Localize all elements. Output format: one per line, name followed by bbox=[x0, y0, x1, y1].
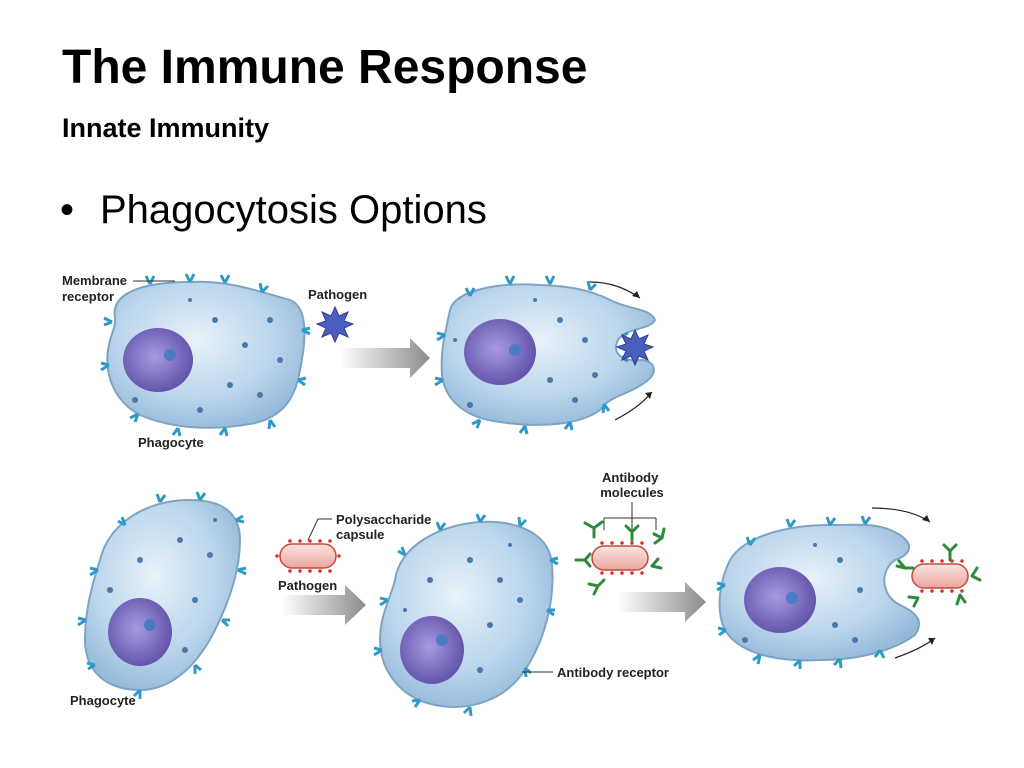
cell-granules bbox=[742, 543, 863, 643]
engulfed-pathogen bbox=[615, 328, 655, 367]
cell-granules bbox=[132, 298, 283, 413]
bullet-item: • Phagocytosis Options bbox=[60, 190, 487, 230]
engulfed-capsule-pathogen bbox=[911, 559, 969, 593]
membrane-receptors bbox=[77, 491, 247, 699]
process-arrow-bottom-2 bbox=[618, 582, 706, 622]
phagocyte-cell-2 bbox=[434, 275, 657, 435]
pathogen-star bbox=[315, 305, 355, 344]
phagocyte-cell-3 bbox=[77, 491, 247, 699]
bullet-dot: • bbox=[60, 188, 75, 232]
nucleus bbox=[744, 567, 816, 633]
nucleus bbox=[464, 319, 536, 385]
label-phagocyte-bottom: Phagocyte bbox=[70, 693, 136, 708]
nucleus bbox=[123, 328, 193, 392]
cell-membrane bbox=[378, 520, 554, 708]
antibody-receptors bbox=[716, 515, 886, 669]
label-pathogen-top: Pathogen bbox=[308, 287, 367, 302]
membrane-receptors bbox=[100, 273, 311, 437]
cell-granules bbox=[453, 298, 598, 408]
bullet-text: Phagocytosis Options bbox=[100, 188, 487, 232]
phagocyte-cell-1 bbox=[100, 273, 311, 437]
capsule-pathogen-2 bbox=[591, 541, 649, 575]
label-pathogen-bottom: Pathogen bbox=[278, 578, 337, 593]
nucleus bbox=[400, 616, 464, 684]
leader-polysaccharide-capsule bbox=[307, 518, 332, 541]
label-membrane-receptor: Membrane receptor bbox=[62, 273, 131, 304]
phagocyte-cell-5 bbox=[716, 507, 982, 669]
cell-membrane bbox=[83, 498, 242, 692]
cell-granules bbox=[403, 543, 523, 673]
cell-granules bbox=[107, 518, 217, 653]
process-arrow-top bbox=[340, 338, 430, 378]
process-arrow-bottom-1 bbox=[282, 585, 366, 625]
slide-subtitle: Innate Immunity bbox=[62, 113, 270, 143]
label-polysaccharide-capsule: Polysaccharide capsule bbox=[336, 512, 435, 542]
label-phagocyte-top: Phagocyte bbox=[138, 435, 204, 450]
antibody-molecules bbox=[574, 520, 666, 596]
phagocyte-cell-4 bbox=[373, 513, 559, 717]
label-antibody-receptor: Antibody receptor bbox=[557, 665, 669, 680]
leader-antibody-molecules bbox=[603, 502, 657, 535]
slide-title: The Immune Response bbox=[62, 41, 588, 94]
membrane-receptors bbox=[434, 275, 629, 435]
capsule-pathogen-1 bbox=[275, 539, 341, 573]
label-antibody-molecules: Antibody molecules bbox=[600, 470, 664, 500]
nucleus bbox=[108, 598, 172, 666]
bound-antibodies bbox=[895, 543, 982, 608]
motion-arrow-up bbox=[871, 507, 931, 523]
